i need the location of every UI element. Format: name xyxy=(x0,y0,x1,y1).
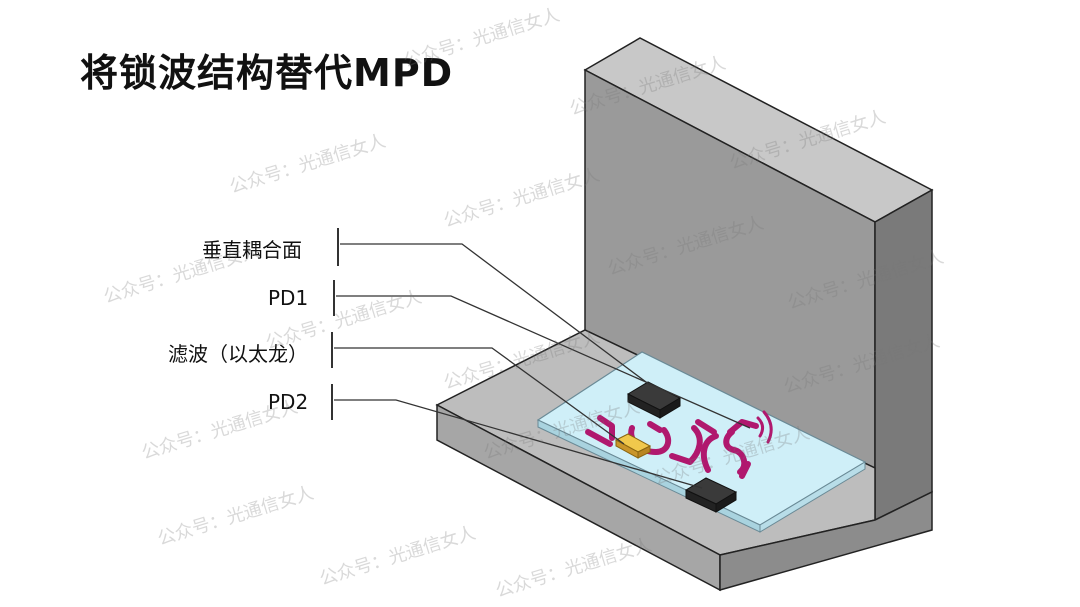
label-pd2: PD2 xyxy=(268,390,309,414)
leader-line-pd2 xyxy=(334,399,703,489)
pd1-side xyxy=(659,397,681,419)
chip-edge-right xyxy=(759,461,866,533)
pd2-side xyxy=(715,491,737,513)
label-filter: 滤波（以太龙） xyxy=(168,342,308,366)
signal-arcs xyxy=(756,410,773,444)
waveguide-segment xyxy=(597,415,615,441)
leader-line-pd1 xyxy=(336,295,751,429)
label-pd1: PD1 xyxy=(268,286,309,310)
leader-line-coupling-face xyxy=(340,243,651,386)
waveguide-segment xyxy=(585,429,613,447)
waveguide-segment xyxy=(700,433,719,473)
signal-arc xyxy=(762,410,773,444)
label-bracket xyxy=(333,280,335,316)
label-bracket xyxy=(331,332,333,368)
waveguide-pattern xyxy=(585,415,759,479)
leader-lines xyxy=(334,243,751,489)
filter-block-side xyxy=(637,445,651,459)
waveguide-segment xyxy=(727,419,759,435)
label-bracket xyxy=(337,228,339,266)
signal-arc xyxy=(756,416,765,438)
waveguide-segment xyxy=(647,421,663,433)
floor-right-face xyxy=(719,490,933,591)
waveguide-segment xyxy=(669,425,703,465)
page-title: 将锁波结构替代MPD xyxy=(80,51,454,95)
label-bracket xyxy=(331,384,333,420)
waveguide-segment xyxy=(723,429,748,475)
label-coupling-face: 垂直耦合面 xyxy=(202,238,302,262)
waveguide-segment xyxy=(695,419,717,435)
waveguide-segment xyxy=(739,461,751,479)
leader-line-filter xyxy=(334,347,625,445)
wall-side-face xyxy=(874,188,933,522)
